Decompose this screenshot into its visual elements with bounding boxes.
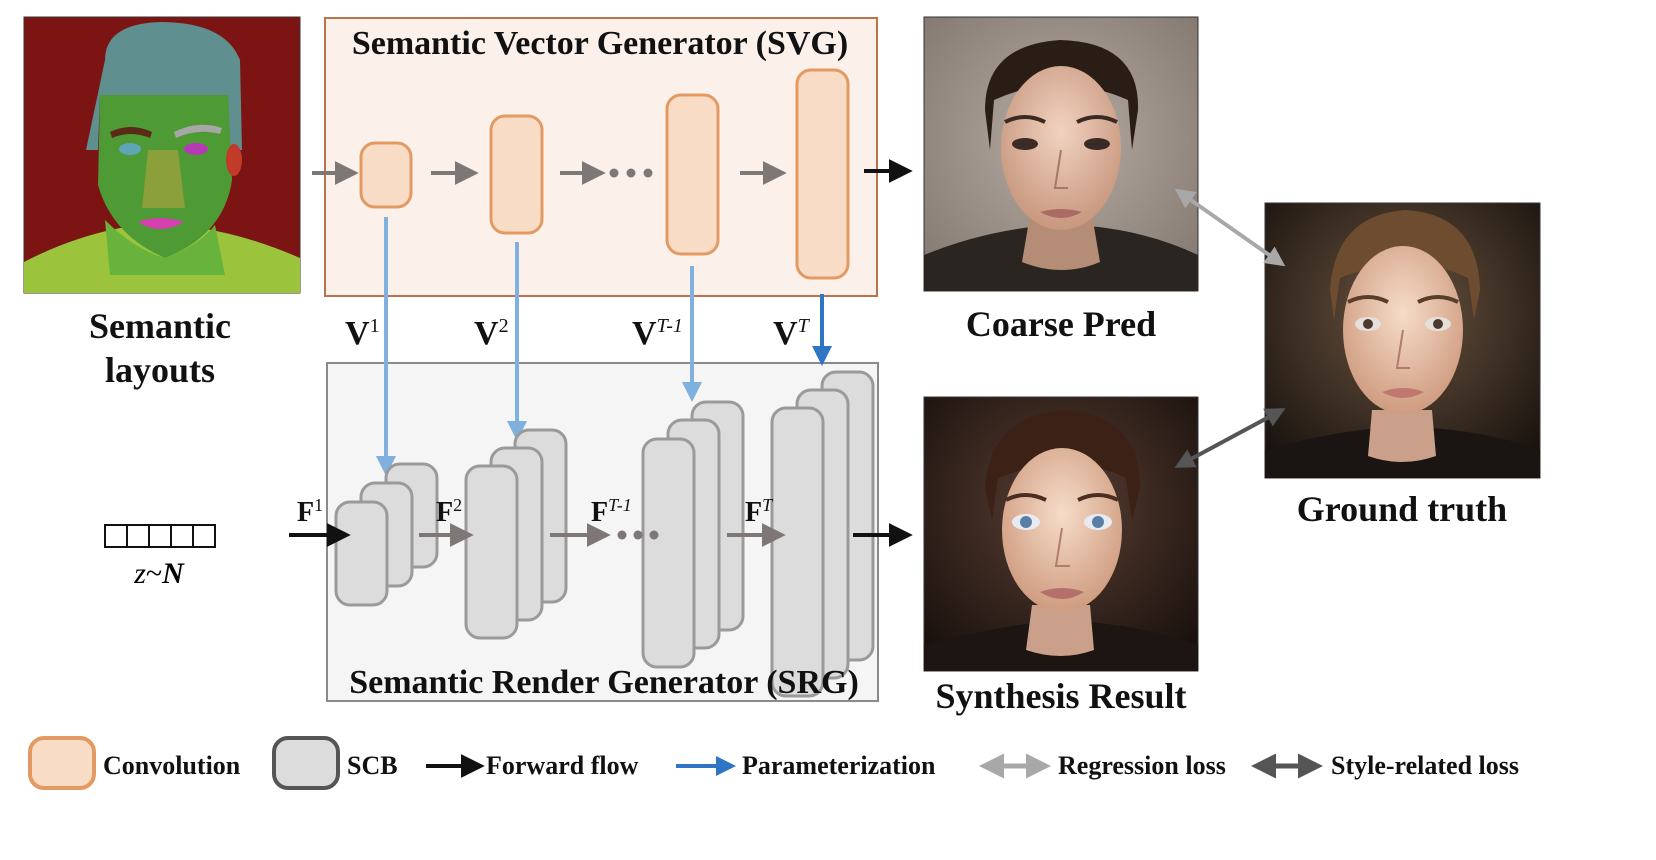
legend-convolution-label: Convolution bbox=[103, 751, 241, 780]
semantic-layouts-label-line2: layouts bbox=[105, 350, 215, 390]
conv-block-1 bbox=[359, 141, 413, 209]
ground-truth-label: Ground truth bbox=[1297, 489, 1507, 529]
conv-block-3 bbox=[665, 93, 720, 256]
synthesis-result-image bbox=[923, 396, 1199, 672]
semantic-layout-image bbox=[23, 16, 301, 294]
legend-forward-label: Forward flow bbox=[486, 751, 639, 780]
f1-label: F1 bbox=[297, 495, 323, 528]
legend-style-label: Style-related loss bbox=[1331, 751, 1519, 780]
coarse-pred-image bbox=[923, 16, 1199, 292]
srg-module-title: Semantic Render Generator (SRG) bbox=[349, 664, 859, 701]
legend-scb-label: SCB bbox=[347, 751, 398, 780]
legend-regression-label: Regression loss bbox=[1058, 751, 1226, 780]
noise-label: z~N bbox=[133, 557, 185, 590]
parameterization-arrows bbox=[376, 217, 832, 476]
style-loss-arrow bbox=[1174, 408, 1286, 468]
svg-module-title: Semantic Vector Generator (SVG) bbox=[352, 25, 848, 62]
legend-parameterization-label: Parameterization bbox=[742, 751, 936, 780]
ground-truth-image bbox=[1264, 202, 1541, 479]
v2-label: V2 bbox=[474, 315, 509, 352]
v1-label: V1 bbox=[345, 315, 380, 352]
ft-label: FT bbox=[745, 495, 774, 528]
noise-vector bbox=[104, 524, 216, 548]
legend-convolution-swatch bbox=[28, 736, 96, 790]
ft1-label: FT-1 bbox=[591, 495, 632, 528]
vt-label: VT bbox=[773, 315, 811, 352]
scb-blocks bbox=[334, 370, 875, 698]
semantic-layouts-label-line1: Semantic bbox=[89, 306, 231, 346]
conv-block-4 bbox=[795, 68, 850, 280]
synthesis-result-label: Synthesis Result bbox=[935, 676, 1186, 716]
legend-scb-swatch bbox=[272, 736, 340, 790]
regression-loss-arrow bbox=[1174, 188, 1286, 267]
svg-conv-blocks bbox=[359, 68, 850, 280]
conv-block-2 bbox=[489, 114, 544, 235]
srg-ellipsis-dots bbox=[617, 530, 659, 540]
legend: Convolution SCB Forward flow Parameteriz… bbox=[28, 736, 1519, 790]
f2-label: F2 bbox=[436, 495, 462, 528]
svg-module-box bbox=[324, 17, 878, 297]
svg-ellipsis-dots bbox=[609, 168, 653, 178]
coarse-pred-label: Coarse Pred bbox=[966, 304, 1156, 344]
svg-forward-arrows bbox=[312, 159, 913, 185]
vt1-label: VT-1 bbox=[632, 315, 683, 352]
